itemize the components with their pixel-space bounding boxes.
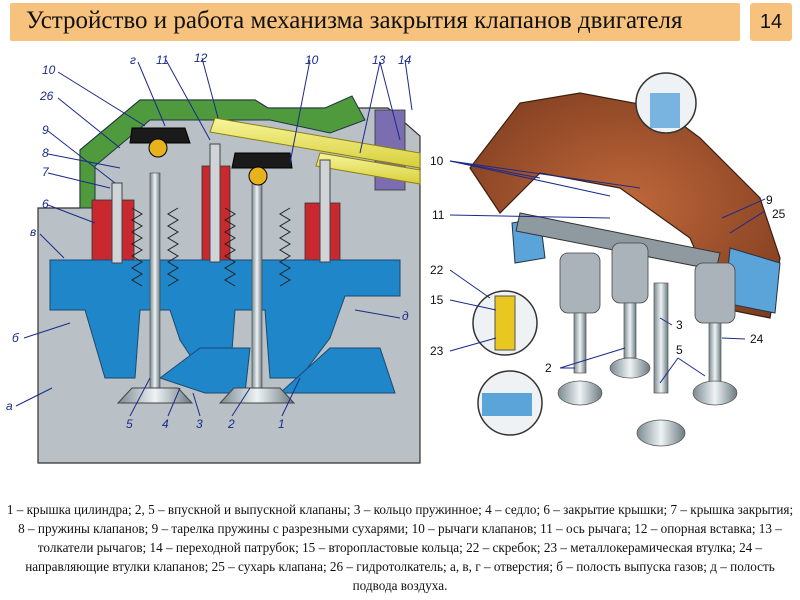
page-number: 14 [759, 11, 783, 33]
detail-lens-bottom-fill [482, 393, 532, 416]
valve-springs [131, 207, 291, 287]
valve-head-left [116, 387, 194, 404]
bolt-2 [209, 143, 221, 263]
label-g: г [130, 53, 136, 67]
page-title: Устройство и работа механизма закрытия к… [26, 7, 683, 34]
valve-head-right [218, 387, 296, 404]
label-13: 13 [372, 53, 386, 67]
port-wall [158, 347, 251, 394]
leader-lines-right [449, 160, 766, 384]
leader-lines-left [15, 57, 413, 417]
label-r9: 9 [766, 193, 773, 207]
label-1: 1 [278, 417, 285, 431]
spring-retainer-left [148, 138, 168, 158]
label-3: 3 [196, 417, 203, 431]
isometric-view: 10 11 9 25 22 15 23 3 24 2 5 [430, 72, 786, 447]
engine-valve-figure: 10 г 11 12 10 13 14 26 9 8 7 6 в б а д 5… [0, 48, 800, 498]
cross-section-view: 10 г 11 12 10 13 14 26 9 8 7 6 в б а д 5… [6, 51, 421, 464]
label-10b: 10 [305, 53, 319, 67]
rocker-arm-left [129, 127, 191, 144]
label-2: 2 [227, 417, 235, 431]
bolt-1 [111, 182, 123, 264]
push-rod-upper [209, 117, 421, 169]
port-wall-right [278, 347, 396, 394]
page-number-badge: 14 [750, 3, 792, 41]
rocker-arm-right [231, 152, 293, 169]
spring-retainer-right [248, 166, 268, 186]
label-r24: 24 [750, 332, 764, 346]
label-12: 12 [194, 51, 208, 65]
title-bar: Устройство и работа механизма закрытия к… [10, 3, 740, 41]
figure-caption: 1 – крышка цилиндра; 2, 5 – впускной и в… [6, 502, 794, 593]
label-r11: 11 [432, 208, 445, 222]
label-r5: 5 [676, 343, 683, 357]
valve-cover [79, 95, 366, 209]
bolt-3 [319, 159, 331, 263]
label-v: в [30, 225, 36, 239]
label-r2: 2 [545, 361, 552, 375]
valve-mechanism-diagram: 10 г 11 12 10 13 14 26 9 8 7 6 в б а д 5… [6, 51, 786, 464]
label-r25: 25 [772, 207, 786, 221]
push-rod-lower [315, 152, 421, 185]
label-14: 14 [398, 53, 412, 67]
label-a: а [6, 399, 13, 413]
detail-lens-top-fill [650, 93, 680, 128]
label-7: 7 [42, 165, 50, 179]
label-r15: 15 [430, 293, 444, 307]
label-r3: 3 [676, 318, 683, 332]
label-r22: 22 [430, 263, 444, 277]
label-r10: 10 [430, 154, 444, 168]
detail-lens-middle-fill [494, 295, 516, 351]
label-8: 8 [42, 146, 49, 160]
valve-springs-3d [559, 242, 736, 324]
label-9: 9 [42, 123, 49, 137]
valve-stem-right [251, 177, 263, 394]
label-b: б [12, 331, 20, 345]
label-5: 5 [126, 417, 133, 431]
label-r23: 23 [430, 344, 444, 358]
label-10: 10 [42, 63, 56, 77]
label-26: 26 [39, 89, 54, 103]
label-6: 6 [42, 197, 49, 211]
valve-stem-left [149, 172, 161, 394]
label-4: 4 [162, 417, 169, 431]
valves-3d [557, 282, 738, 447]
label-11: 11 [156, 53, 168, 67]
label-d: д [402, 309, 409, 323]
